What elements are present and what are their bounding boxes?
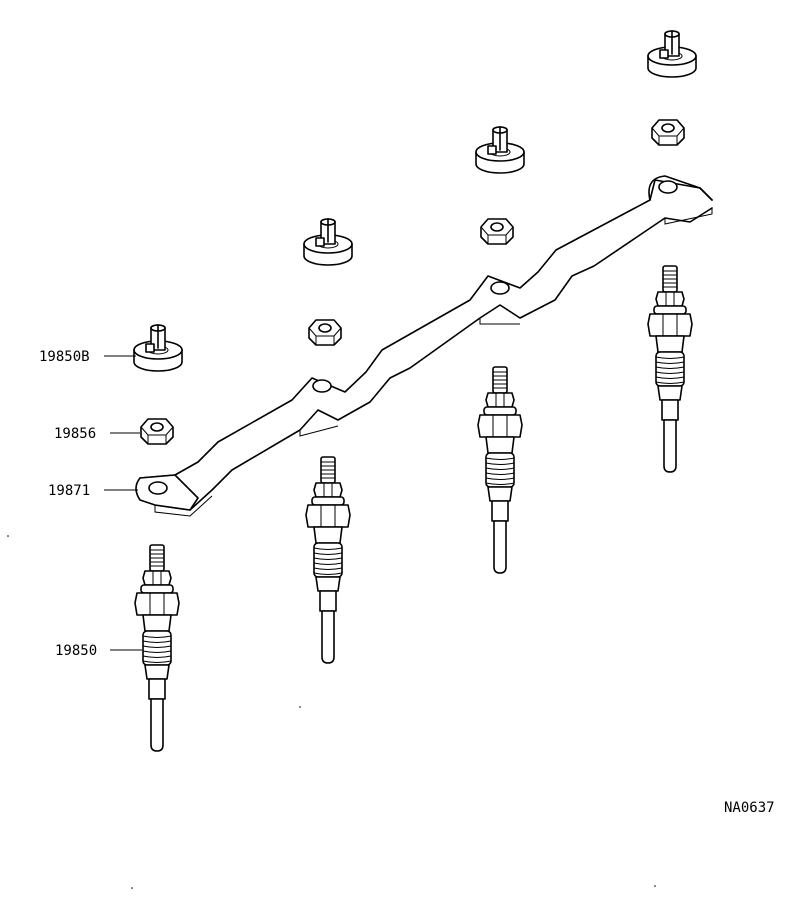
hex-nut xyxy=(308,319,342,346)
glow-plug xyxy=(647,265,693,473)
bus-bar xyxy=(135,175,713,517)
callout-nut: 19856 xyxy=(54,426,97,442)
hex-nut xyxy=(140,418,174,445)
terminal-cap-nut xyxy=(133,324,183,372)
terminal-cap-nut xyxy=(647,30,697,78)
bus-bar-hole xyxy=(658,180,678,194)
glow-plug xyxy=(305,456,351,664)
terminal-cap-nut xyxy=(303,218,353,266)
glow-plug xyxy=(477,366,523,574)
callout-bus-bar: 19871 xyxy=(48,483,91,499)
bus-bar-hole xyxy=(490,281,510,295)
glow-plug xyxy=(134,544,180,752)
bus-bar-hole xyxy=(148,481,168,495)
hex-nut xyxy=(651,119,685,146)
callout-glow-plug: 19850 xyxy=(55,643,98,659)
terminal-cap-nut xyxy=(475,126,525,174)
figure-code: NA0637 xyxy=(724,800,775,816)
hex-nut xyxy=(480,218,514,245)
scan-specks xyxy=(7,535,656,889)
callout-terminal-nut: 19850B xyxy=(39,349,90,365)
bus-bar-hole xyxy=(312,379,332,393)
leader-lines xyxy=(104,355,142,651)
